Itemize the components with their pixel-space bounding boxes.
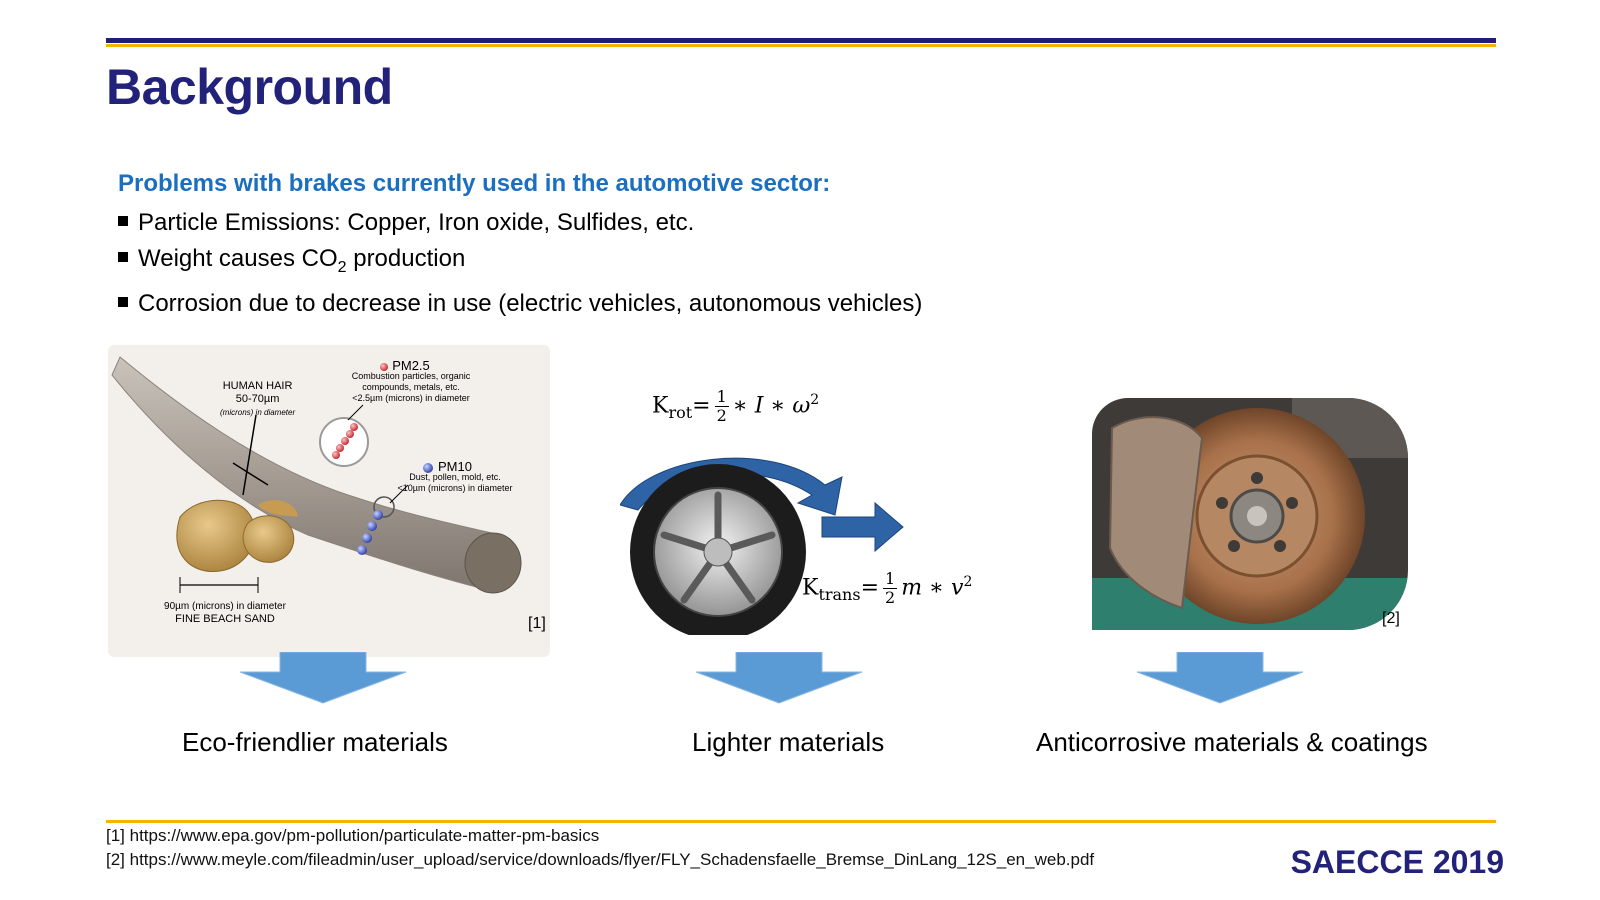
sand-title: FINE BEACH SAND	[175, 613, 275, 625]
k-rot-subscript: rot	[668, 402, 693, 422]
bullet-square-icon	[118, 296, 128, 307]
sand-label: 90µm (microns) in diameter FINE BEACH SA…	[160, 600, 290, 626]
bullet-text: Corrosion due to decrease in use (electr…	[138, 289, 923, 317]
footnote-1: [1] https://www.epa.gov/pm-pollution/par…	[106, 826, 600, 845]
hair-size: 50-70µm	[235, 393, 280, 405]
figure-ref-1: [1]	[528, 615, 546, 632]
header-rule-gold	[106, 44, 1496, 47]
bullet-item: Corrosion due to decrease in use (electr…	[118, 286, 922, 322]
sand-size: 90µm (microns) in diameter	[164, 601, 286, 612]
wheel-illustration	[619, 457, 904, 640]
pm10-label: PM10 Dust, pollen, mold, etc. <10µm (mic…	[390, 459, 520, 494]
particle-size-illustration	[111, 356, 522, 594]
down-arrow-icon	[1136, 652, 1304, 704]
pm10-title: PM10	[438, 459, 472, 474]
slide-subtitle: Problems with brakes currently used in t…	[118, 170, 831, 197]
caption-lighter: Lighter materials	[692, 727, 885, 757]
k-rot-rhs: ∗ I ∗ ω	[732, 393, 811, 419]
slide-title: Background	[106, 59, 393, 115]
bullet-text: Particle Emissions: Copper, Iron oxide, …	[138, 209, 695, 236]
square-exponent: 2	[810, 392, 820, 409]
conference-label: SAECCE 2019	[1290, 844, 1504, 880]
fraction-numerator: 1	[714, 387, 729, 407]
bullet-list: Particle Emissions: Copper, Iron oxide, …	[118, 205, 922, 322]
hair-title: HUMAN HAIR	[222, 380, 293, 392]
bullet-text: production	[346, 245, 466, 272]
k-trans-rhs: m ∗ v	[901, 575, 964, 601]
pm25-desc: compounds, metals, etc.	[362, 382, 460, 392]
caption-anticorrosive: Anticorrosive materials & coatings	[1036, 727, 1428, 757]
footnote-2: [2] https://www.meyle.com/fileadmin/user…	[106, 850, 1095, 869]
bullet-subscript: 2	[337, 258, 347, 276]
pm25-size: <2.5µm (microns) in diameter	[352, 393, 470, 403]
bullet-item: Particle Emissions: Copper, Iron oxide, …	[118, 205, 922, 241]
fraction-denominator: 2	[716, 406, 727, 425]
hair-unit: (microns) in diameter	[220, 408, 296, 417]
square-exponent: 2	[963, 574, 973, 591]
brake-disc-illustration	[1092, 398, 1408, 630]
fraction-denominator: 2	[885, 588, 896, 607]
caption-eco-friendlier: Eco-friendlier materials	[182, 727, 448, 757]
pm10-desc: Dust, pollen, mold, etc.	[409, 472, 501, 482]
pm25-title: PM2.5	[392, 358, 430, 373]
bullet-text: Weight causes CO	[138, 245, 338, 272]
bullet-square-icon	[118, 252, 128, 262]
bullet-square-icon	[118, 216, 128, 226]
particle-size-figure: HUMAN HAIR 50-70µm (microns) in diameter…	[108, 345, 550, 657]
k-trans-symbol: K	[802, 575, 819, 601]
pm25-desc: Combustion particles, organic	[351, 371, 471, 381]
down-arrow-icon	[239, 652, 407, 704]
hair-label: HUMAN HAIR 50-70µm (microns) in diameter	[220, 380, 295, 419]
k-rot-symbol: K	[652, 393, 669, 419]
k-trans-subscript: trans	[818, 584, 861, 604]
wheel-figure	[619, 455, 920, 640]
down-arrow-icon	[695, 652, 863, 704]
corroded-brake-photo	[1092, 398, 1408, 630]
equals-sign: =	[692, 393, 711, 419]
figure-ref-2: [2]	[1382, 610, 1400, 627]
header-rule-navy	[106, 38, 1496, 43]
footer-rule	[106, 820, 1496, 823]
fraction-numerator: 1	[883, 569, 898, 589]
pm10-size: <10µm (microns) in diameter	[397, 483, 513, 493]
equals-sign: =	[860, 575, 880, 601]
pm25-label: PM2.5 Combustion particles, organic comp…	[346, 358, 476, 404]
bullet-item: Weight causes CO2 production	[118, 241, 922, 286]
